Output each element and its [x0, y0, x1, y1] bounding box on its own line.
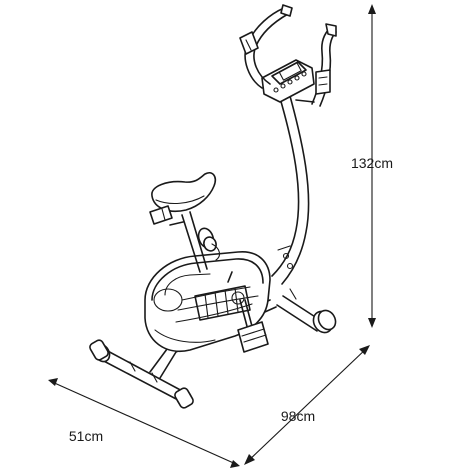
height-dimension-line: [368, 4, 376, 328]
flywheel-housing: [144, 251, 271, 353]
rear-stabilizer: [276, 288, 337, 334]
width-dimension-line: [48, 378, 240, 468]
length-dimension-line: [244, 345, 370, 465]
handlebar-column: [271, 95, 310, 285]
length-label: 98cm: [281, 408, 315, 424]
console-display: [261, 59, 315, 103]
height-label: 132cm: [351, 155, 393, 171]
front-stabilizer: [89, 339, 194, 409]
handlebars: [239, 4, 337, 107]
bike-seat: [149, 171, 217, 225]
pedal-crank: [227, 271, 269, 353]
seat-post: [169, 211, 221, 273]
width-label: 51cm: [69, 428, 103, 444]
